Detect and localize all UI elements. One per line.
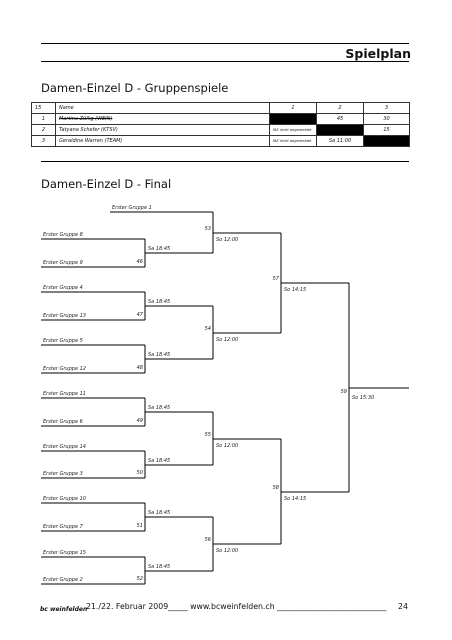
- bracket-match-time: Sa 18:45: [148, 246, 170, 252]
- bracket-match-number: 47: [137, 312, 144, 318]
- title-rule: [41, 61, 409, 62]
- bracket-entry-label: Erster Gruppe 4: [43, 285, 83, 291]
- group-heading: Damen-Einzel D - Gruppenspiele: [41, 81, 229, 95]
- bracket-entry-label: Erster Gruppe 3: [43, 471, 83, 477]
- table-cell-blocked: [363, 135, 410, 147]
- bracket-entry-label: Erster Gruppe 1: [112, 205, 152, 211]
- bracket-entry-label: Erster Gruppe 13: [43, 313, 86, 319]
- bracket-match-number: 55: [205, 432, 211, 438]
- top-rule: [41, 43, 409, 44]
- bracket-entry-label: Erster Gruppe 5: [43, 338, 83, 344]
- bracket-match-number: 50: [137, 470, 143, 476]
- page-number: 24: [398, 602, 408, 611]
- bracket-entry-label: Erster Gruppe 12: [43, 366, 86, 372]
- table-cell: Geraldine Warren (TEAM): [55, 135, 270, 147]
- bracket-match-number: 54: [205, 326, 211, 332]
- bracket-match-number: 46: [137, 259, 143, 265]
- bracket-match-time: So 14:15: [284, 496, 306, 502]
- bracket-match-time: So 12:00: [216, 548, 238, 554]
- bracket-entry-label: Erster Gruppe 2: [43, 577, 83, 583]
- table-header-row: 15 Name 1 2 3: [31, 102, 410, 114]
- bracket-entry-label: Erster Gruppe 6: [43, 419, 83, 425]
- bracket-entry-label: Erster Gruppe 11: [43, 391, 86, 397]
- bracket-match-number: 59: [341, 389, 347, 395]
- bracket-match-time: So 12:00: [216, 443, 238, 449]
- bracket-match-time: So 14:15: [284, 287, 306, 293]
- bracket-match-time: Sa 18:45: [148, 564, 170, 570]
- bracket-match-time: Sa 18:45: [148, 299, 170, 305]
- bracket-entry-label: Erster Gruppe 7: [43, 524, 84, 530]
- final-heading: Damen-Einzel D - Final: [41, 177, 172, 191]
- table-row: 3 Geraldine Warren (TEAM) MZ nicht angem…: [31, 135, 410, 147]
- bracket-match-time: Sa 18:45: [148, 510, 170, 516]
- bracket-entry-label: Erster Gruppe 9: [43, 260, 83, 266]
- bracket-match-time: Sa 18:45: [148, 458, 170, 464]
- bracket-match-time: So 15:30: [352, 395, 374, 401]
- bracket-match-number: 49: [137, 418, 143, 424]
- bracket-match-number: 51: [137, 523, 143, 529]
- bracket-match-time: Sa 18:45: [148, 405, 170, 411]
- bracket-match-number: 52: [137, 576, 143, 582]
- bracket-entry-label: Erster Gruppe 10: [43, 496, 86, 502]
- bracket-entry-label: Erster Gruppe 8: [43, 232, 83, 238]
- bracket-match-time: So 12:00: [216, 337, 238, 343]
- group-table: 15 Name 1 2 3 1 Martina Züllig (WEIN) 45…: [31, 102, 410, 147]
- bracket-match-number: 58: [273, 485, 279, 491]
- bracket-match-time: Sa 18:45: [148, 352, 170, 358]
- bracket-match-number: 56: [205, 537, 211, 543]
- bracket-match-number: 53: [205, 226, 211, 232]
- footer-text: 21./22. Februar 2009_____ www.bcweinfeld…: [86, 602, 387, 611]
- bracket-entry-label: Erster Gruppe 15: [43, 550, 86, 556]
- bracket-match-time: So 12:00: [216, 237, 238, 243]
- section-rule: [41, 161, 409, 162]
- club-logo: bc weinfelden: [40, 606, 88, 613]
- bracket-match-number: 57: [273, 276, 280, 282]
- bracket-entry-label: Erster Gruppe 14: [43, 444, 86, 450]
- bracket-match-number: 48: [137, 365, 143, 371]
- page-title: Spielplan: [345, 46, 411, 61]
